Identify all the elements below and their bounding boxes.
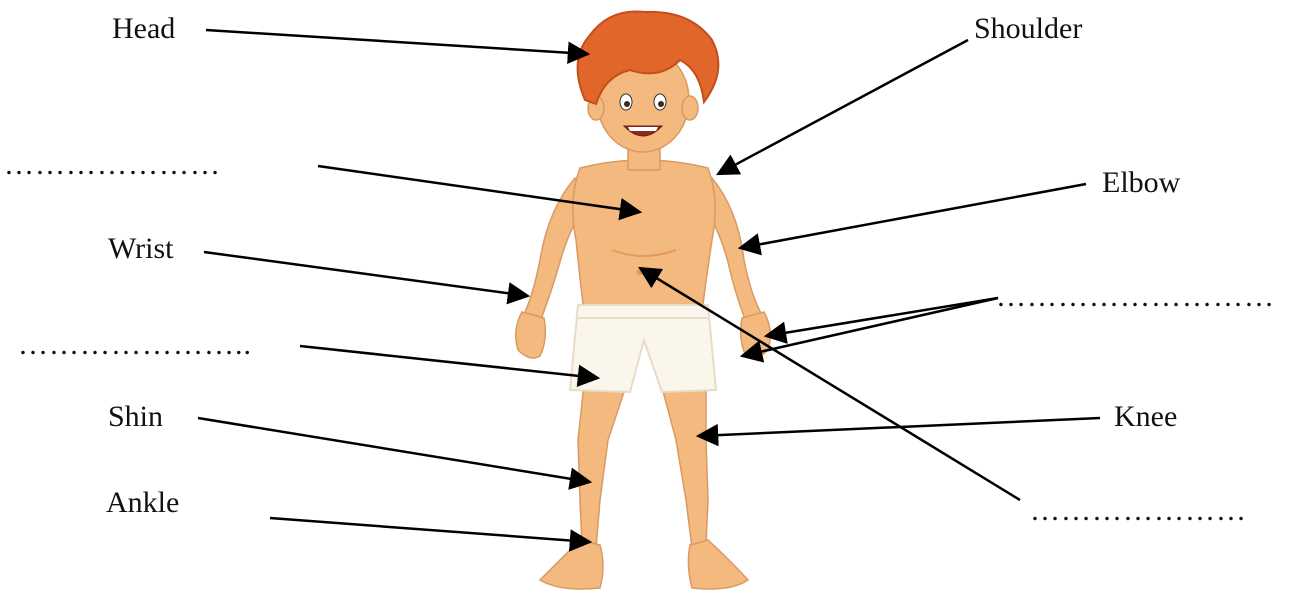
label-shoulder: Shoulder [974,14,1082,44]
label-chest-blank: ………………… [4,150,221,180]
ankle-pointer [270,518,590,542]
shoulder-pointer [718,40,968,174]
wrist-pointer [204,252,528,296]
head-pointer [206,30,588,54]
legs [540,375,748,589]
torso [573,160,715,312]
fingers-pointer-2 [742,298,998,356]
shin-pointer [198,418,590,482]
label-navel-blank: ………………… [1030,496,1247,526]
label-hips-blank: ………………….. [18,330,252,360]
label-fingers-blank: ……………………… [996,282,1275,312]
label-ankle: Ankle [106,488,179,518]
label-head: Head [112,14,175,44]
hips-pointer [300,346,598,378]
head-shape [578,11,719,152]
elbow-pointer [740,184,1086,248]
label-elbow: Elbow [1102,168,1180,198]
label-knee: Knee [1114,402,1177,432]
fingers-pointer-1 [766,298,998,336]
label-shin: Shin [108,402,163,432]
label-wrist: Wrist [108,234,173,264]
